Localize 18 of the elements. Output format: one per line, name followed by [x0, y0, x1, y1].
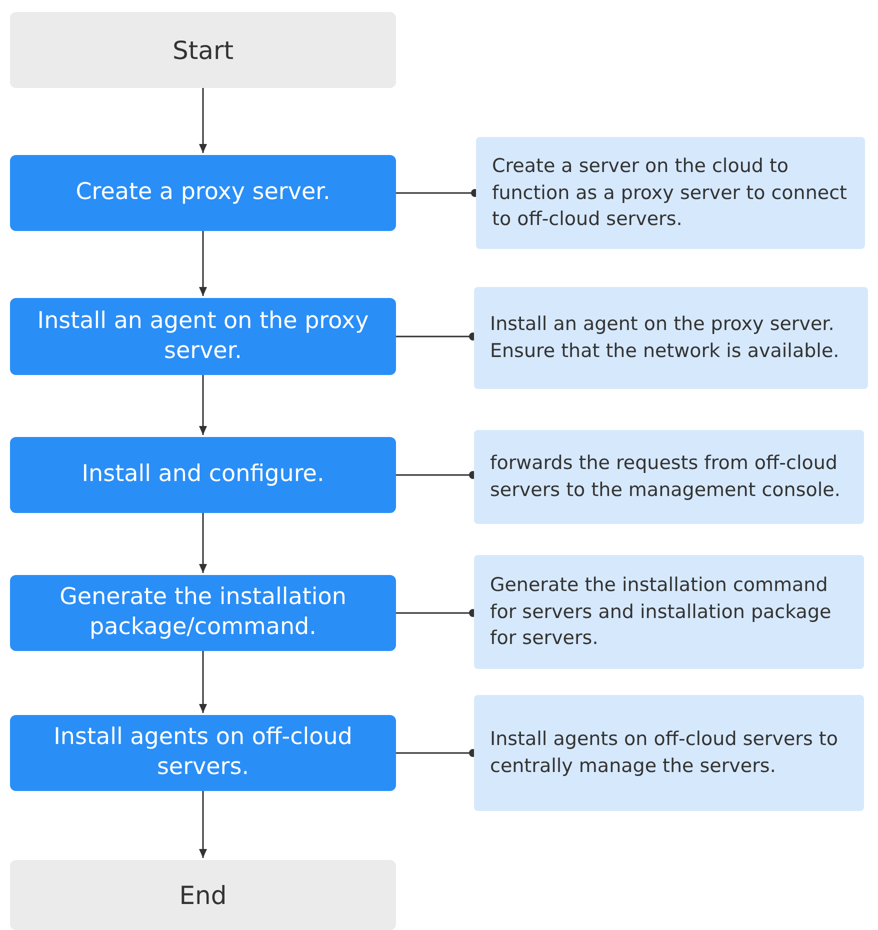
- process-box: Create a proxy server.: [10, 155, 396, 231]
- arrow: [199, 791, 207, 858]
- process-box: Install agents on off-cloud servers.: [10, 715, 396, 791]
- terminal-box: Start: [10, 12, 396, 88]
- arrow: [199, 375, 207, 435]
- note-box: forwards the requests from off-cloud servers to the management console.: [474, 430, 864, 524]
- arrow: [199, 513, 207, 573]
- note-box: Create a server on the cloud to function as a proxy server to connect to off-cloud servers.: [476, 137, 865, 249]
- note-box: Generate the installation command for servers and installation package for servers.: [474, 555, 864, 669]
- terminal-box: End: [10, 860, 396, 930]
- note-box: Install agents on off-cloud servers to centrally manage the servers.: [474, 695, 864, 811]
- process-box: Install and configure.: [10, 437, 396, 513]
- process-box: Install an agent on the proxy server.: [10, 298, 396, 375]
- process-box: Generate the installation package/command.: [10, 575, 396, 651]
- note-box: Install an agent on the proxy server. Ensure that the network is available.: [474, 287, 868, 389]
- arrow: [199, 651, 207, 713]
- arrow: [199, 231, 207, 296]
- arrow: [199, 88, 207, 153]
